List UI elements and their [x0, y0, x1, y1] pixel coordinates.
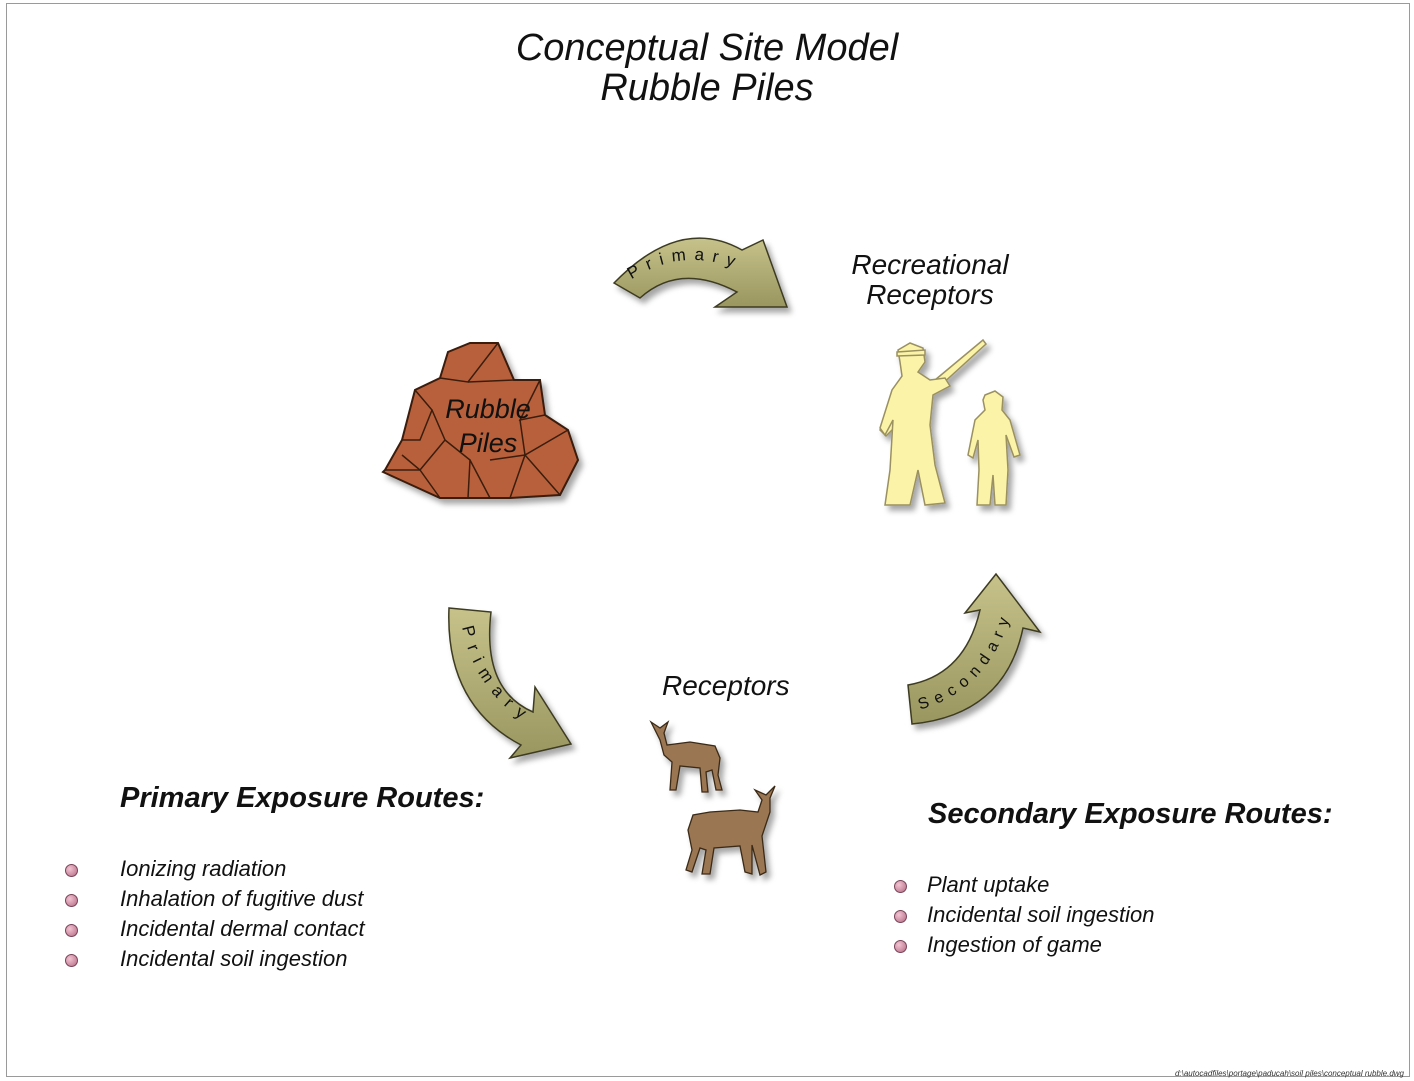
bullet-icon	[65, 954, 78, 967]
ecological-receptors-label: Receptors	[662, 670, 790, 701]
recreational-label-line-2: Receptors	[866, 279, 994, 310]
secondary-routes-list: Plant uptake Incidental soil ingestion I…	[894, 870, 1154, 960]
list-item: Ingestion of game	[894, 930, 1154, 960]
secondary-routes-title: Secondary Exposure Routes:	[928, 798, 1333, 830]
primary-arrow-left	[448, 607, 573, 760]
list-item: Incidental soil ingestion	[894, 900, 1154, 930]
rubble-label-line-1: Rubble	[445, 394, 531, 424]
primary-arrow-top	[612, 237, 789, 308]
diagram-frame	[6, 3, 1410, 1077]
bullet-icon	[65, 894, 78, 907]
bullet-icon	[894, 880, 907, 893]
bullet-icon	[894, 910, 907, 923]
file-path-label: d:\autocadfiles\portage\paducah\soil pil…	[1174, 1069, 1404, 1078]
bullet-icon	[894, 940, 907, 953]
list-item: Incidental dermal contact	[65, 914, 365, 944]
title-line-1: Conceptual Site Model	[515, 27, 899, 69]
list-item: Incidental soil ingestion	[65, 944, 365, 974]
page-title: Conceptual Site Model Rubble Piles	[0, 28, 1414, 108]
bullet-icon	[65, 864, 78, 877]
primary-routes-list: Ionizing radiation Inhalation of fugitiv…	[65, 854, 365, 974]
secondary-arrow-right	[907, 572, 1042, 725]
list-item: Plant uptake	[894, 870, 1154, 900]
bullet-icon	[65, 924, 78, 937]
recreational-label-line-1: Recreational	[851, 249, 1009, 280]
list-item: Inhalation of fugitive dust	[65, 884, 365, 914]
list-item: Ionizing radiation	[65, 854, 365, 884]
rubble-pile-icon	[381, 342, 580, 499]
primary-routes-title: Primary Exposure Routes:	[120, 782, 485, 814]
title-line-2: Rubble Piles	[600, 67, 814, 109]
recreational-receptors-label: Recreational Receptors	[820, 250, 1040, 310]
rubble-label-line-2: Piles	[459, 428, 518, 458]
deer-icon	[649, 720, 776, 876]
hunter-and-child-icon	[878, 338, 1021, 506]
